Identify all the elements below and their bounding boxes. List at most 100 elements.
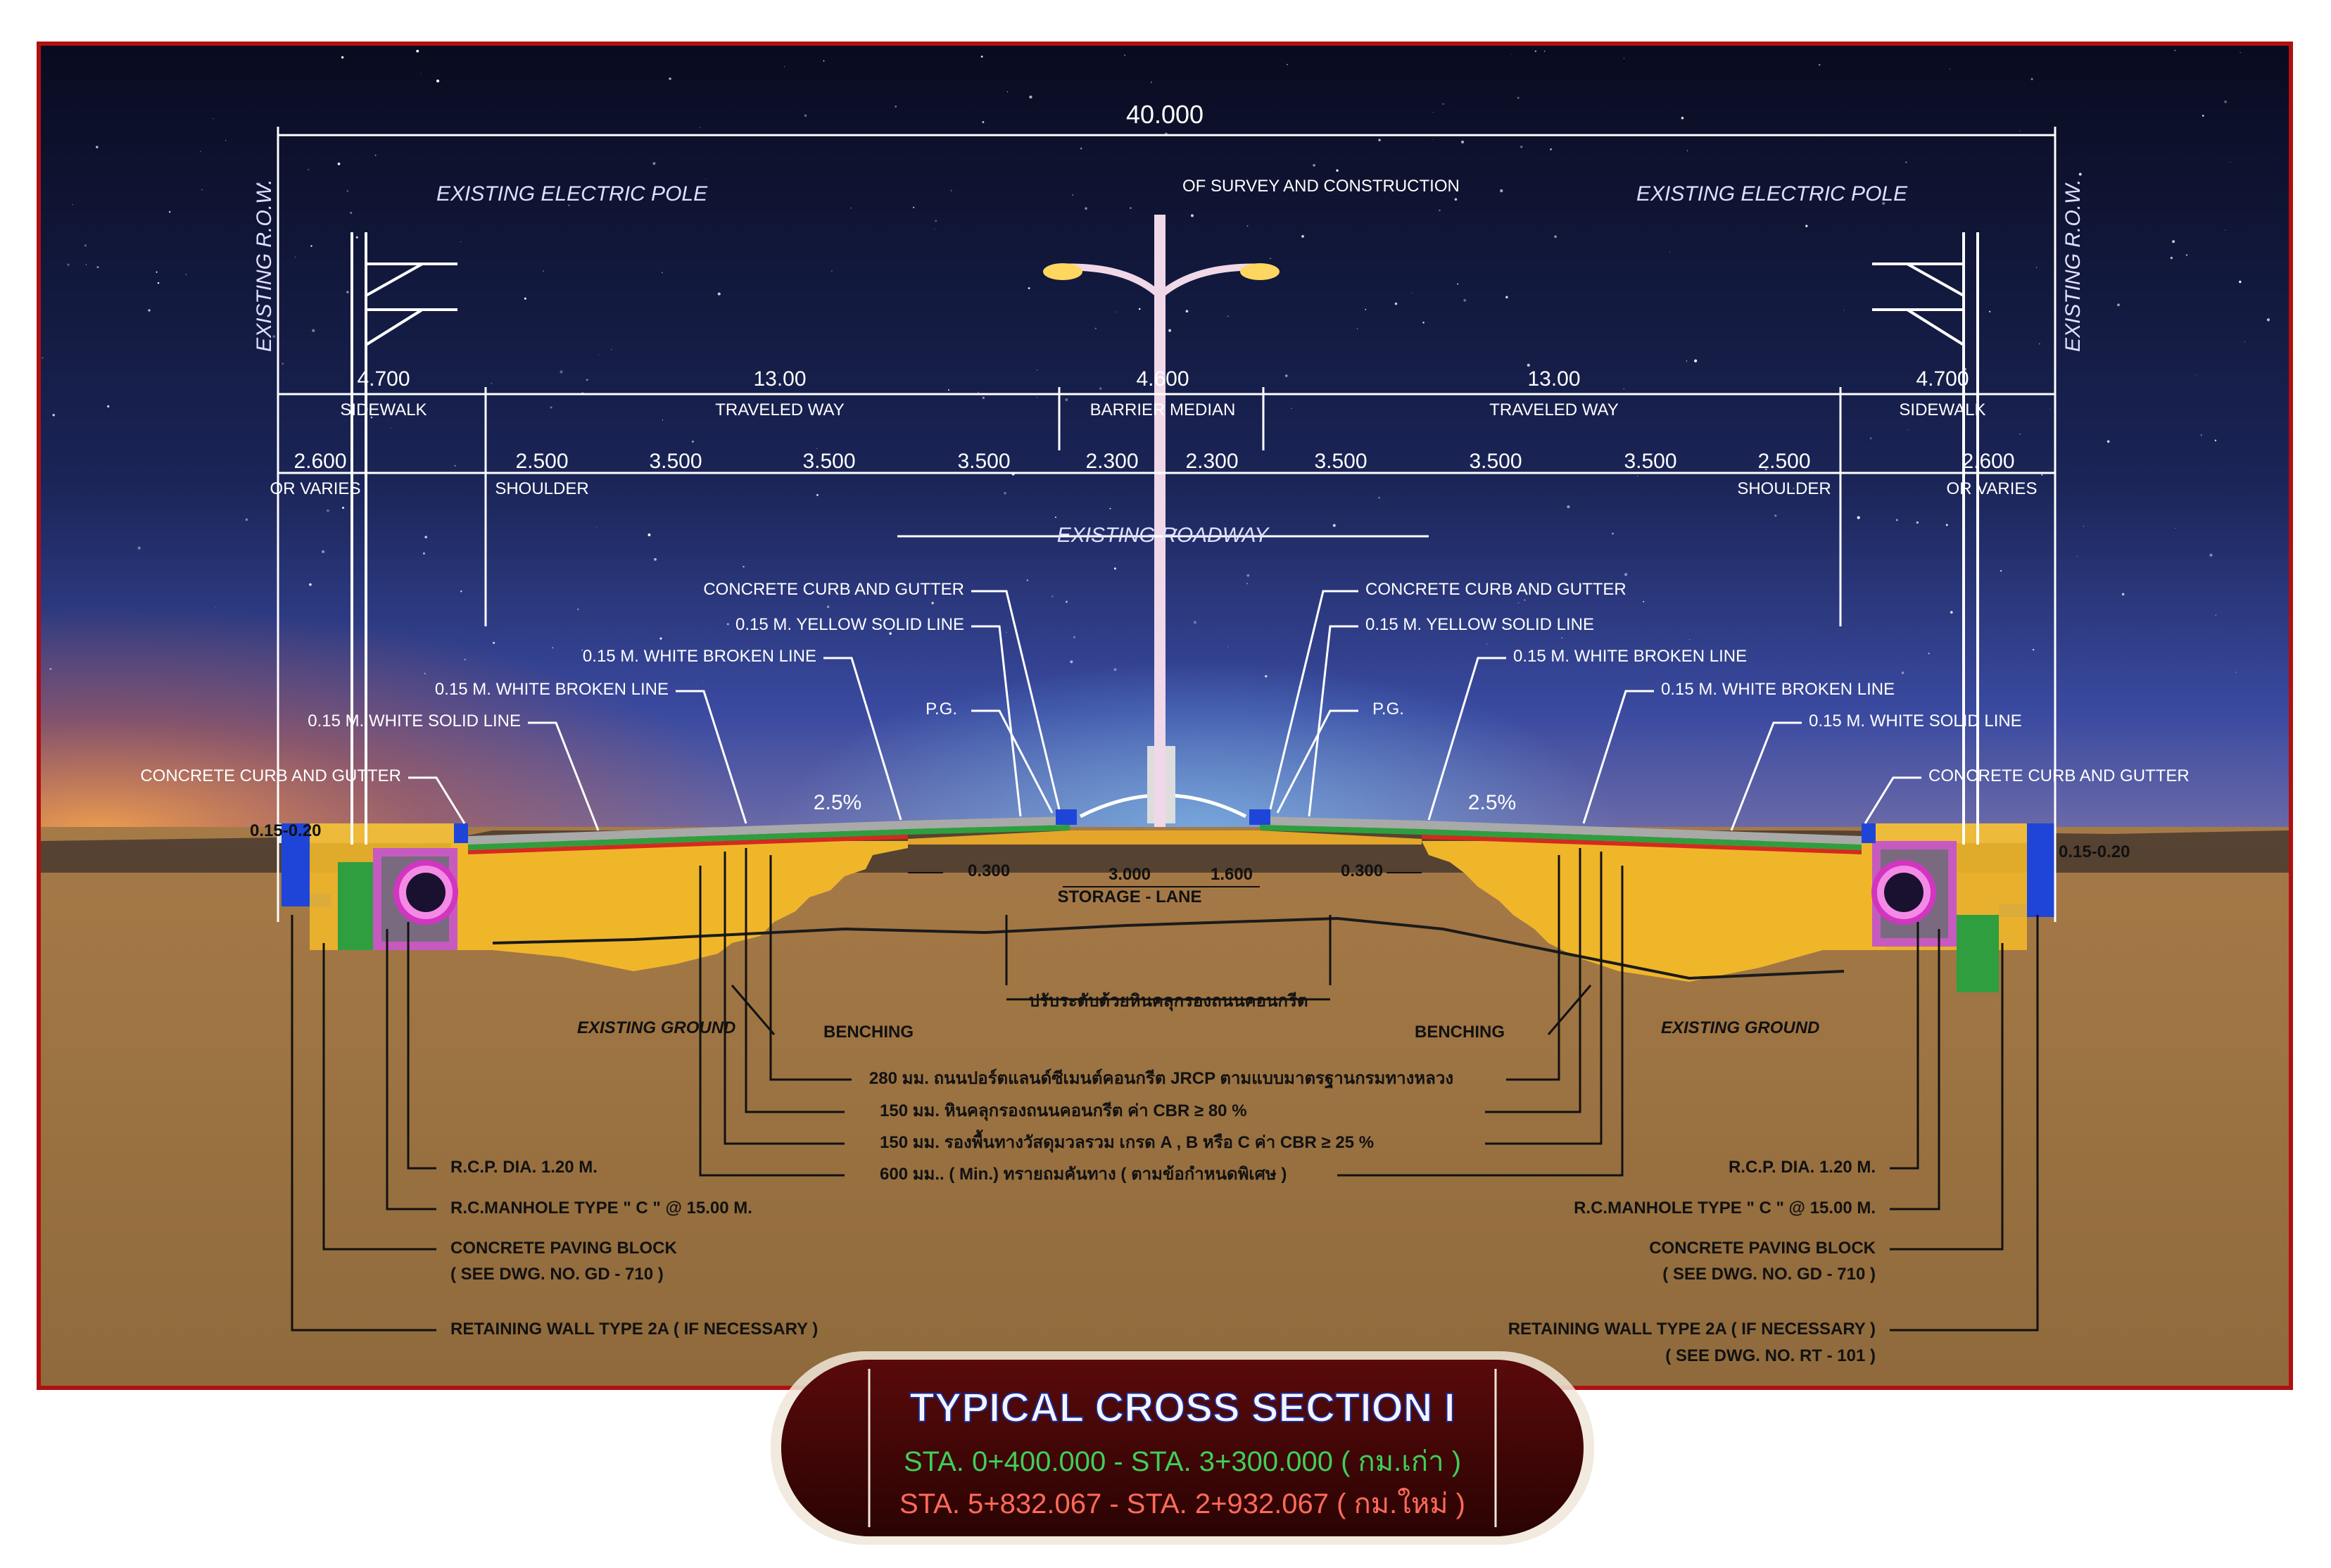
label-sidewalk-left: SIDEWALK bbox=[340, 400, 427, 419]
star bbox=[2239, 280, 2242, 284]
white-broken-right-1: 0.15 M. WHITE BROKEN LINE bbox=[1513, 647, 1747, 666]
star bbox=[1669, 251, 1670, 253]
label-median: BARRIER MEDIAN bbox=[1090, 400, 1236, 419]
star bbox=[1567, 505, 1570, 509]
star bbox=[1463, 298, 1467, 302]
star bbox=[586, 379, 588, 381]
dim-lane-3: 3.500 bbox=[957, 450, 1010, 473]
star bbox=[816, 448, 818, 449]
storage-lane-bed bbox=[908, 830, 1422, 845]
star bbox=[913, 206, 915, 208]
star bbox=[1505, 296, 1508, 299]
star bbox=[2235, 671, 2237, 674]
star bbox=[552, 647, 554, 649]
star bbox=[310, 245, 312, 247]
lamp-left bbox=[1043, 263, 1082, 280]
star bbox=[1486, 643, 1488, 645]
white-broken-left-2: 0.15 M. WHITE BROKEN LINE bbox=[435, 680, 669, 699]
star bbox=[1332, 524, 1336, 527]
white-broken-left-1: 0.15 M. WHITE BROKEN LINE bbox=[583, 647, 816, 666]
star bbox=[1686, 360, 1688, 362]
dim-traveled-left: 13.00 bbox=[753, 367, 806, 391]
star bbox=[1651, 453, 1653, 455]
dim-median-half-1: 2.300 bbox=[1085, 450, 1138, 473]
star bbox=[652, 657, 654, 659]
star bbox=[1534, 50, 1537, 52]
star bbox=[2209, 553, 2213, 557]
base-left bbox=[468, 825, 1070, 850]
white-broken-right-2: 0.15 M. WHITE BROKEN LINE bbox=[1661, 680, 1895, 699]
star bbox=[1004, 491, 1006, 495]
star bbox=[308, 169, 310, 170]
star bbox=[1227, 315, 1229, 317]
sub-dim-lines bbox=[908, 872, 1422, 887]
star bbox=[96, 146, 99, 148]
dim-bench-right: 0.300 bbox=[1341, 861, 1383, 880]
star bbox=[424, 672, 426, 675]
benching-left: BENCHING bbox=[823, 1023, 914, 1042]
dim-or-varies-right: 2.600 bbox=[1962, 450, 2014, 473]
star bbox=[1301, 235, 1304, 238]
marking-leaders bbox=[408, 590, 1921, 831]
star bbox=[245, 518, 248, 521]
star bbox=[342, 507, 344, 510]
star bbox=[420, 72, 422, 74]
stars bbox=[42, 49, 2270, 683]
rt101-right: ( SEE DWG. NO. RT - 101 ) bbox=[1665, 1346, 1876, 1365]
centerline-label: OF SURVEY AND CONSTRUCTION bbox=[1182, 177, 1460, 196]
star bbox=[581, 650, 583, 651]
star bbox=[2244, 341, 2246, 343]
star bbox=[1895, 519, 1898, 521]
pg-right: P.G. bbox=[1372, 700, 1404, 719]
star bbox=[1774, 514, 1777, 517]
star bbox=[1185, 310, 1189, 313]
star bbox=[2172, 240, 2175, 244]
star bbox=[982, 396, 985, 399]
star bbox=[577, 608, 579, 610]
subbase-left bbox=[468, 835, 908, 854]
star bbox=[1026, 579, 1029, 581]
star bbox=[454, 464, 456, 467]
star bbox=[1246, 583, 1248, 585]
star bbox=[2078, 172, 2082, 176]
star bbox=[1442, 103, 1444, 105]
star bbox=[550, 406, 552, 409]
star bbox=[1227, 646, 1229, 647]
paving-block-left: CONCRETE PAVING BLOCK bbox=[450, 1239, 677, 1258]
title-sta-old: STA. 0+400.000 - STA. 3+300.000 ( กม.เก่… bbox=[904, 1446, 1461, 1477]
dim-lane-4: 3.500 bbox=[1314, 450, 1367, 473]
star bbox=[1065, 398, 1068, 402]
star bbox=[2033, 649, 2035, 651]
star bbox=[312, 329, 315, 332]
star bbox=[200, 151, 201, 152]
white-solid-right: 0.15 M. WHITE SOLID LINE bbox=[1809, 712, 2022, 731]
dim-shoulder-right: 2.500 bbox=[1757, 450, 1810, 473]
star bbox=[1246, 225, 1249, 227]
dim-lane-5: 3.500 bbox=[1469, 450, 1522, 473]
star bbox=[1138, 308, 1141, 310]
star bbox=[1028, 287, 1030, 289]
star bbox=[337, 162, 341, 165]
star bbox=[1358, 467, 1360, 469]
star bbox=[2185, 254, 2188, 256]
star bbox=[67, 263, 70, 266]
star bbox=[355, 236, 358, 239]
star bbox=[2224, 100, 2228, 103]
pg-left: P.G. bbox=[926, 700, 957, 719]
star bbox=[1422, 322, 1424, 324]
star bbox=[1454, 198, 1458, 201]
star bbox=[370, 416, 373, 419]
star bbox=[889, 632, 892, 635]
star bbox=[96, 266, 99, 269]
star bbox=[1901, 671, 1904, 674]
subbase-right bbox=[1422, 835, 1862, 854]
star bbox=[2041, 474, 2043, 476]
star bbox=[1916, 521, 1919, 524]
star bbox=[1080, 147, 1082, 150]
star bbox=[341, 56, 344, 59]
star bbox=[416, 49, 419, 53]
star bbox=[1439, 209, 1441, 212]
star bbox=[1643, 600, 1645, 602]
curb-gutter-outer-left: CONCRETE CURB AND GUTTER bbox=[140, 766, 401, 785]
star bbox=[52, 413, 56, 417]
